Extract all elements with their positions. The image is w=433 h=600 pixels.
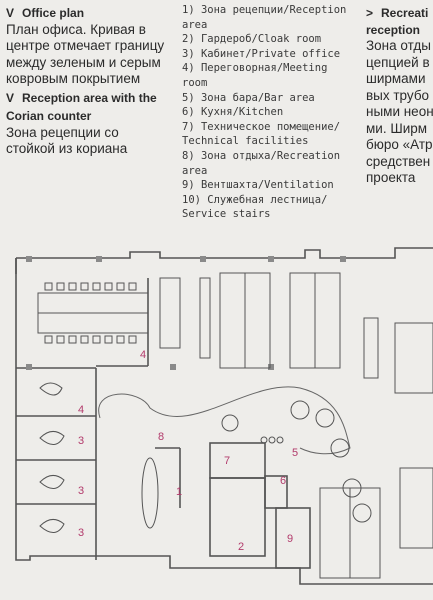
reception-title-line: Corian counter xyxy=(6,109,92,123)
caption-line: Зона рецепции со xyxy=(6,124,119,140)
body-line: ми. Ширм xyxy=(366,120,428,136)
round-tables xyxy=(39,382,372,533)
plan-columns xyxy=(26,256,346,370)
body-line: цепцией в xyxy=(366,54,430,70)
meeting-chairs xyxy=(44,282,137,344)
legend-line: 1) Зона рецепции/Reception xyxy=(182,4,347,16)
meeting-table xyxy=(37,282,149,344)
body-line: ширмами xyxy=(366,71,426,86)
floor-plan: 4 4 3 3 3 8 7 5 6 1 2 9 xyxy=(15,247,433,585)
chevron-down-icon: V xyxy=(6,90,15,105)
room-number-kitchen: 6 xyxy=(280,475,286,487)
room-number-ventilation: 9 xyxy=(287,533,293,545)
chevron-right-icon: > xyxy=(366,6,374,20)
legend-line: Technical facilities xyxy=(182,135,309,148)
legend-line: Service stairs xyxy=(182,208,271,221)
legend-line: 4) Переговорная/Meeting xyxy=(182,62,328,75)
room-number-bar: 5 xyxy=(292,447,298,459)
room-number-meeting-2: 4 xyxy=(78,404,84,416)
caption-line: стойкой из кориана xyxy=(6,141,128,156)
office-plan-heading: V Office plan xyxy=(6,5,176,22)
recreation-title-line: Recreati xyxy=(381,6,429,20)
legend-line: 7) Техническое помещение/ xyxy=(182,120,341,133)
legend-line: 5) Зона бара/Bar area xyxy=(182,91,315,104)
room-number-office-1: 3 xyxy=(78,435,84,447)
legend-line: 10) Служебная лестница/ xyxy=(182,193,328,206)
room-number-office-2: 3 xyxy=(78,485,84,497)
legend-line: area xyxy=(182,18,208,31)
legend-line: 9) Вентшахта/Ventilation xyxy=(182,179,334,192)
body-line: средствен xyxy=(366,153,431,169)
room-number-technical: 7 xyxy=(224,455,230,467)
body-line: проекта xyxy=(366,170,416,185)
legend-line: 2) Гардероб/Cloak room xyxy=(182,33,322,46)
text-column-right: >Recreati reception Зона отды цепцией в … xyxy=(366,5,433,187)
reception-title-line: Reception area with the xyxy=(22,90,157,105)
plan-walls xyxy=(15,247,433,585)
body-line: Зона отды xyxy=(366,38,431,53)
room-number-meeting: 4 xyxy=(140,349,146,361)
carpet-boundary-curve xyxy=(98,386,351,455)
legend-list: 1) Зона рецепции/Reception area 2) Гарде… xyxy=(182,3,347,222)
legend-line: 8) Зона отдыха/Recreation xyxy=(182,149,341,162)
office-plan-caption: План офиса. Кривая в центре отмечает гра… xyxy=(6,22,176,88)
caption-line: центре отмечает границу xyxy=(6,38,165,53)
room-number-cloak: 2 xyxy=(238,541,244,553)
chevron-down-icon: V xyxy=(6,6,15,20)
room-number-recreation: 8 xyxy=(158,431,164,443)
caption-line: План офиса. Кривая в xyxy=(6,21,146,37)
room-number-reception: 1 xyxy=(176,486,182,498)
body-line: вых трубо xyxy=(366,87,430,103)
caption-line: между зеленым и серым xyxy=(6,54,161,70)
recreation-title-line: reception xyxy=(366,22,421,37)
legend-line: room xyxy=(182,76,208,89)
office-plan-title: Office plan xyxy=(22,6,85,20)
legend-line: 6) Кухня/Kitchen xyxy=(182,106,284,119)
room-number-office-3: 3 xyxy=(78,527,84,539)
reception-heading: V Reception area with the Corian counter xyxy=(6,90,176,125)
body-line: бюро «Атр xyxy=(366,137,433,152)
recreation-heading: > Recreati xyxy=(366,5,433,22)
room-numbers: 4 4 3 3 3 8 7 5 6 1 2 9 xyxy=(78,349,298,553)
caption-line: ковровым покрытием xyxy=(6,71,141,86)
workstations xyxy=(159,272,433,579)
legend-line: 3) Кабинет/Private office xyxy=(182,47,341,60)
legend-line: area xyxy=(182,164,208,177)
text-column-left: V Office plan План офиса. Кривая в центре… xyxy=(6,5,176,158)
reception-caption: Зона рецепции со стойкой из кориана xyxy=(6,125,176,158)
body-line: ными неон xyxy=(366,104,433,119)
